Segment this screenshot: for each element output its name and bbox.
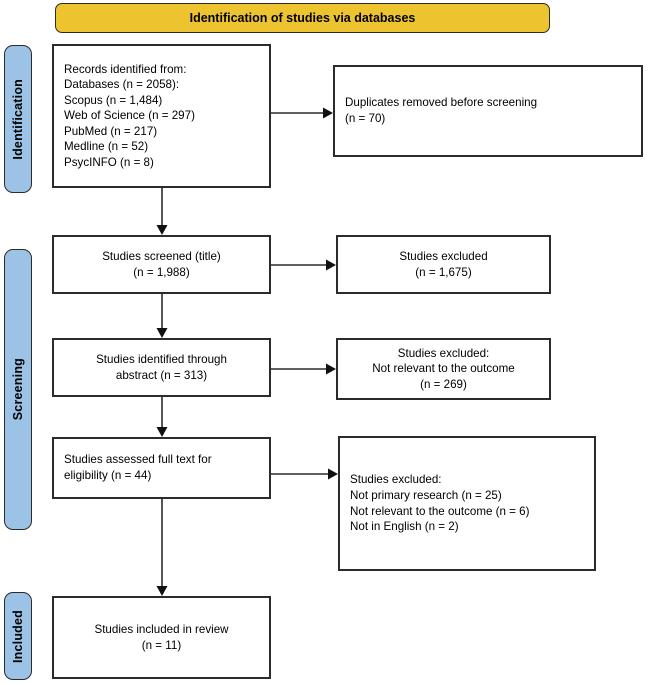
node-studies-excluded-abstract-text: Studies excluded: Not relevant to the ou… bbox=[372, 346, 515, 391]
stage-bar-included: Included bbox=[4, 592, 32, 680]
stage-bar-identification: Identification bbox=[4, 45, 32, 193]
node-studies-identified-abstract: Studies identified through abstract (n =… bbox=[52, 338, 271, 397]
node-studies-identified-abstract-text: Studies identified through abstract (n =… bbox=[96, 352, 227, 382]
arrow-screened-to-abstract bbox=[156, 294, 168, 338]
node-studies-assessed-fulltext-text: Studies assessed full text for eligibili… bbox=[64, 453, 212, 482]
node-studies-excluded-abstract: Studies excluded: Not relevant to the ou… bbox=[336, 338, 551, 400]
node-duplicates-removed: Duplicates removed before screening (n =… bbox=[333, 65, 643, 157]
node-studies-excluded-fulltext-text: Studies excluded: Not primary research (… bbox=[350, 473, 530, 534]
stage-bar-included-label: Included bbox=[11, 609, 25, 663]
node-studies-excluded-fulltext: Studies excluded: Not primary research (… bbox=[338, 436, 596, 571]
identification-banner-label: Identification of studies via databases bbox=[189, 11, 416, 25]
node-duplicates-removed-text: Duplicates removed before screening (n =… bbox=[345, 96, 538, 125]
node-studies-screened-title-text: Studies screened (title) (n = 1,988) bbox=[102, 249, 221, 279]
node-records-identified-text: Records identified from: Databases (n = … bbox=[64, 62, 195, 169]
node-studies-screened-title: Studies screened (title) (n = 1,988) bbox=[52, 235, 271, 294]
stage-bar-screening: Screening bbox=[4, 249, 32, 530]
arrow-records-to-duplicates bbox=[271, 107, 333, 119]
stage-bar-identification-label: Identification bbox=[11, 78, 25, 160]
arrow-screened-to-excluded-title bbox=[271, 259, 336, 271]
arrow-fulltext-to-included bbox=[156, 499, 168, 596]
stage-bar-screening-label: Screening bbox=[11, 358, 25, 421]
arrow-records-to-screened bbox=[156, 188, 168, 235]
identification-banner: Identification of studies via databases bbox=[55, 3, 550, 33]
node-studies-excluded-title-text: Studies excluded (n = 1,675) bbox=[399, 249, 488, 279]
arrow-abstract-to-excluded-abstract bbox=[271, 363, 336, 375]
node-studies-included-text: Studies included in review (n = 11) bbox=[94, 622, 229, 652]
node-studies-included: Studies included in review (n = 11) bbox=[52, 596, 271, 679]
arrow-abstract-to-fulltext bbox=[156, 397, 168, 437]
node-studies-assessed-fulltext: Studies assessed full text for eligibili… bbox=[52, 437, 271, 499]
arrow-fulltext-to-excluded-fulltext bbox=[271, 468, 338, 480]
node-studies-excluded-title: Studies excluded (n = 1,675) bbox=[336, 235, 551, 294]
node-records-identified: Records identified from: Databases (n = … bbox=[52, 44, 271, 188]
